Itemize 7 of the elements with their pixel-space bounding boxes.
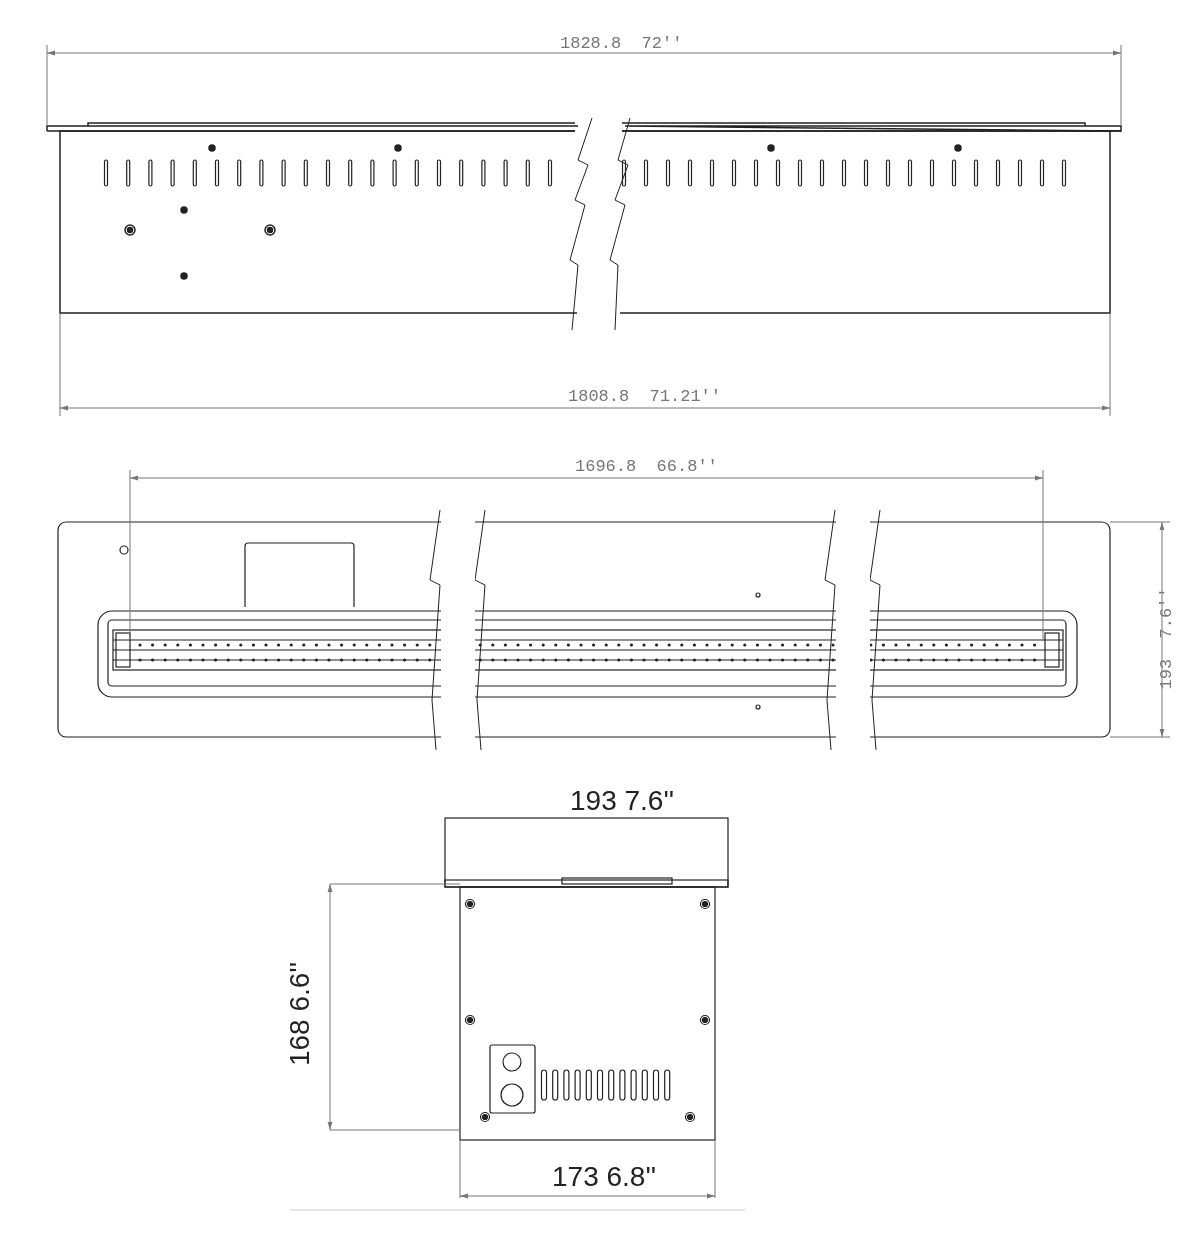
dimension-label: 193 7.6''	[1157, 587, 1175, 690]
dimension-label: 173 6.8''	[552, 1163, 657, 1191]
dimension-label: 1828.8 72''	[560, 35, 683, 52]
dimension-label: 1808.8 71.21''	[568, 388, 722, 405]
dimension-label: 168 6.6''	[286, 961, 315, 1067]
dimension-label: 193 7.6''	[570, 787, 675, 815]
dimension-label: 1696.8 66.8''	[575, 458, 718, 475]
